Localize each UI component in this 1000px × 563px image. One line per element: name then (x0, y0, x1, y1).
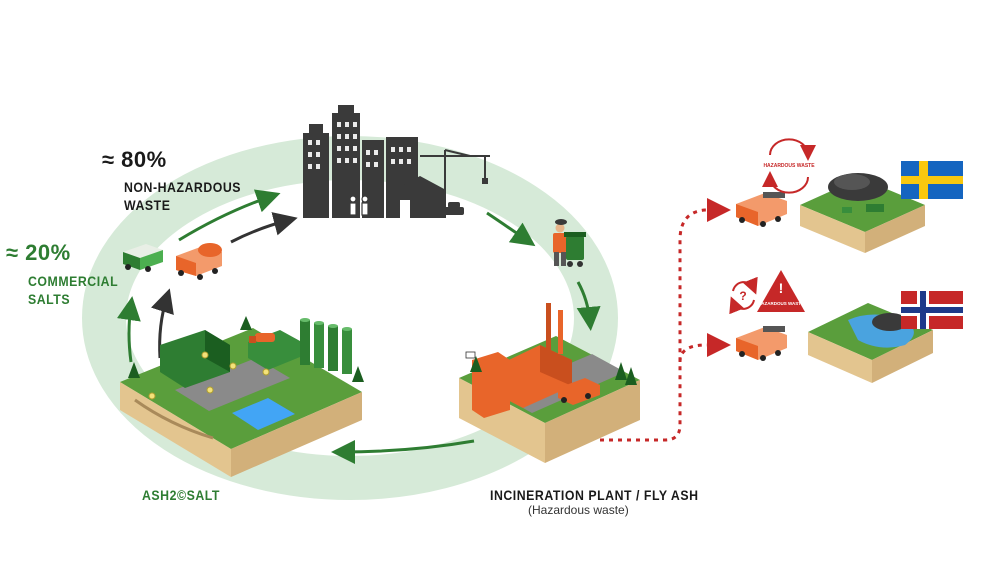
ash2salt-label: ASH2©SALT (142, 487, 220, 503)
recycle-arrows-icon (762, 138, 816, 194)
truck-icon (123, 243, 222, 280)
arrow-ash2salt-to-waste (150, 288, 174, 359)
non-hazardous-percentage: ≈ 80% (102, 147, 167, 172)
sweden-branch: HAZARDOUS WASTE (736, 138, 963, 253)
non-hazardous-label-line2: WASTE (124, 197, 171, 213)
arrow-plant-to-ash2salt (331, 439, 475, 464)
export-routes (600, 198, 731, 442)
arrow-salts-to-city (178, 189, 281, 242)
arrow-waste-to-city (230, 212, 298, 244)
arrow-ash2salt-to-salts (117, 296, 141, 363)
incineration-sublabel: (Hazardous waste) (528, 503, 629, 517)
non-hazardous-label-line1: NON-HAZARDOUS (124, 179, 242, 195)
norway-branch: ? ! HAZARDOUS WASTE (729, 270, 963, 383)
hazardous-label-sweden: HAZARDOUS WASTE (763, 163, 815, 169)
warning-triangle-icon: ! HAZARDOUS WASTE (757, 270, 805, 312)
hazardous-label-norway: HAZARDOUS WASTE (758, 301, 804, 306)
incineration-plant-tile (459, 303, 640, 463)
commercial-label-line1: COMMERCIAL (28, 273, 119, 289)
landfill-tile-sweden (800, 173, 925, 253)
commercial-label-line2: SALTS (28, 291, 71, 307)
route-to-norway (678, 333, 731, 363)
cycle-arrows (117, 189, 601, 464)
worker-with-bin-icon (553, 219, 586, 267)
incineration-label: INCINERATION PLANT / FLY ASH (490, 487, 699, 503)
norway-flag-icon (901, 291, 963, 329)
exclamation-mark: ! (779, 280, 784, 296)
route-to-sweden (600, 198, 731, 442)
question-mark: ? (739, 289, 746, 303)
truck-icon (736, 192, 787, 227)
city-buildings-icon (303, 105, 490, 218)
truck-icon (736, 326, 787, 361)
commercial-percentage: ≈ 20% (6, 240, 71, 265)
question-recycle-icon (729, 276, 758, 315)
arrow-worker-to-plant (576, 281, 601, 331)
arrow-city-to-worker (486, 211, 536, 247)
ash2salt-plant-tile (120, 316, 364, 477)
sweden-flag-icon (901, 161, 963, 199)
